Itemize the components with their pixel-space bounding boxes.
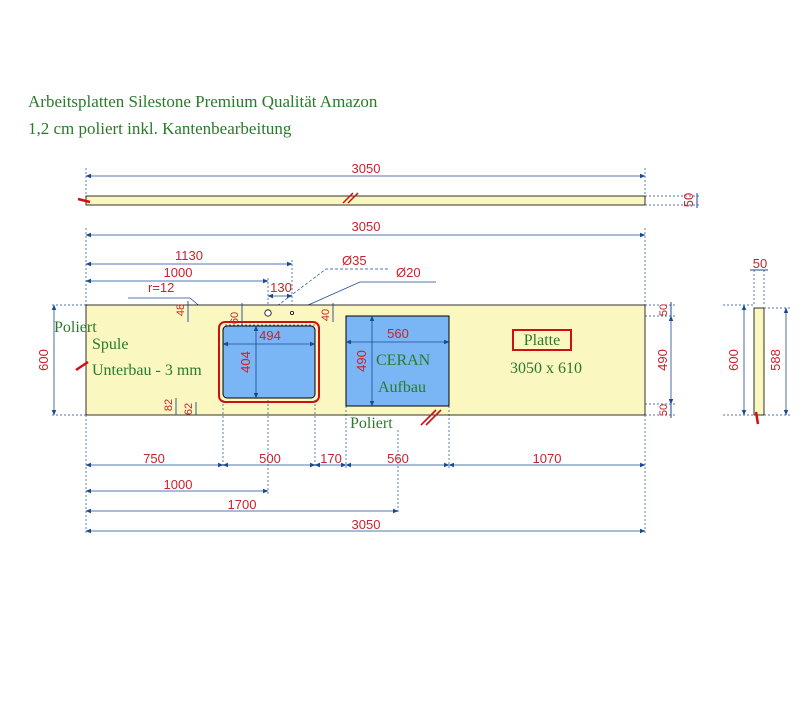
slab-top-margin: 50 xyxy=(658,304,670,316)
slab-right-dimensions: 50 490 50 xyxy=(645,302,675,418)
sink-height-label: 404 xyxy=(238,351,253,373)
sink-top-40: 40 xyxy=(320,309,332,321)
edge-mark xyxy=(77,197,91,204)
plate-size: 3050 x 610 xyxy=(510,360,582,377)
heading-subtitle: 1,2 cm poliert inkl. Kantenbearbeitung xyxy=(28,119,292,138)
slab-bottom-margin: 50 xyxy=(658,404,670,416)
edge-strip: 3050 50 xyxy=(77,161,700,208)
total-length-label: 3050 xyxy=(352,219,381,234)
plate-info: Platte 3050 x 610 xyxy=(510,329,582,377)
plate-title: Platte xyxy=(524,332,560,349)
offset-1130-label: 1130 xyxy=(175,248,203,263)
sink-mount-label: Unterbau - 3 mm xyxy=(92,362,202,379)
edge-mark xyxy=(420,409,437,426)
hole-small-label: Ø20 xyxy=(396,265,421,280)
offset-130-label: 130 xyxy=(270,280,292,295)
plate-title-box xyxy=(512,329,572,351)
heading-title: Arbeitsplatten Silestone Premium Qualitä… xyxy=(28,92,378,111)
side-view: 50 600 588 xyxy=(723,256,790,425)
cooktop-mount-label: Aufbau xyxy=(378,379,426,396)
sink-offset-dimensions: 1130 1000 130 r=12 Ø35 Ø20 xyxy=(85,248,436,327)
dim-1700: 1700 xyxy=(228,497,257,512)
polished-edge-cooktop-label: Poliert xyxy=(350,415,393,432)
tap-hole-large xyxy=(264,309,272,317)
cooktop-cutout: 560 490 CERAN Aufbau Poliert xyxy=(345,315,450,432)
slab-depth-left: 600 xyxy=(36,349,51,371)
dim-500: 500 xyxy=(259,451,281,466)
dim-560: 560 xyxy=(387,451,409,466)
edge-strip-rect xyxy=(85,195,646,206)
slab-inner-depth: 490 xyxy=(655,349,670,371)
edge-mark xyxy=(342,192,354,204)
sink-outline xyxy=(218,321,320,403)
cooktop-area xyxy=(345,315,450,407)
bottom-dimensions: 750 500 170 560 1070 1000 1700 3050 xyxy=(85,400,646,535)
polished-edge-left-label: Poliert xyxy=(54,319,97,336)
sink-cutout: 494 404 48 60 40 82 62 Spule Unterbau - … xyxy=(92,301,334,415)
side-view-inner: 588 xyxy=(768,349,783,371)
dim-750: 750 xyxy=(143,451,165,466)
hole-large-label: Ø35 xyxy=(342,253,367,268)
side-view-depth: 600 xyxy=(726,349,741,371)
side-view-width: 50 xyxy=(753,256,767,271)
edge-strip-length: 3050 xyxy=(352,161,381,176)
side-view-rect xyxy=(753,307,765,416)
sink-top-48: 48 xyxy=(175,304,187,316)
dim-3050: 3050 xyxy=(352,517,381,532)
dim-170: 170 xyxy=(320,451,342,466)
dimension-total-top: 3050 xyxy=(85,219,646,305)
radius-label: r=12 xyxy=(148,280,174,295)
dim-1000: 1000 xyxy=(164,477,193,492)
sink-bottom-82: 82 xyxy=(163,399,175,411)
dim-1070: 1070 xyxy=(533,451,562,466)
edge-mark xyxy=(754,411,760,425)
sink-label: Spule xyxy=(92,336,128,353)
edge-mark xyxy=(75,360,89,372)
tap-hole-small xyxy=(289,310,294,315)
sink-width-label: 494 xyxy=(259,328,281,343)
offset-1000-label: 1000 xyxy=(164,265,193,280)
sink-top-60: 60 xyxy=(229,312,241,324)
cooktop-height-label: 490 xyxy=(354,350,369,372)
cooktop-width-label: 560 xyxy=(387,326,409,341)
cooktop-label: CERAN xyxy=(376,352,431,369)
sink-bottom-62: 62 xyxy=(183,403,195,415)
edge-strip-height: 50 xyxy=(681,193,696,207)
